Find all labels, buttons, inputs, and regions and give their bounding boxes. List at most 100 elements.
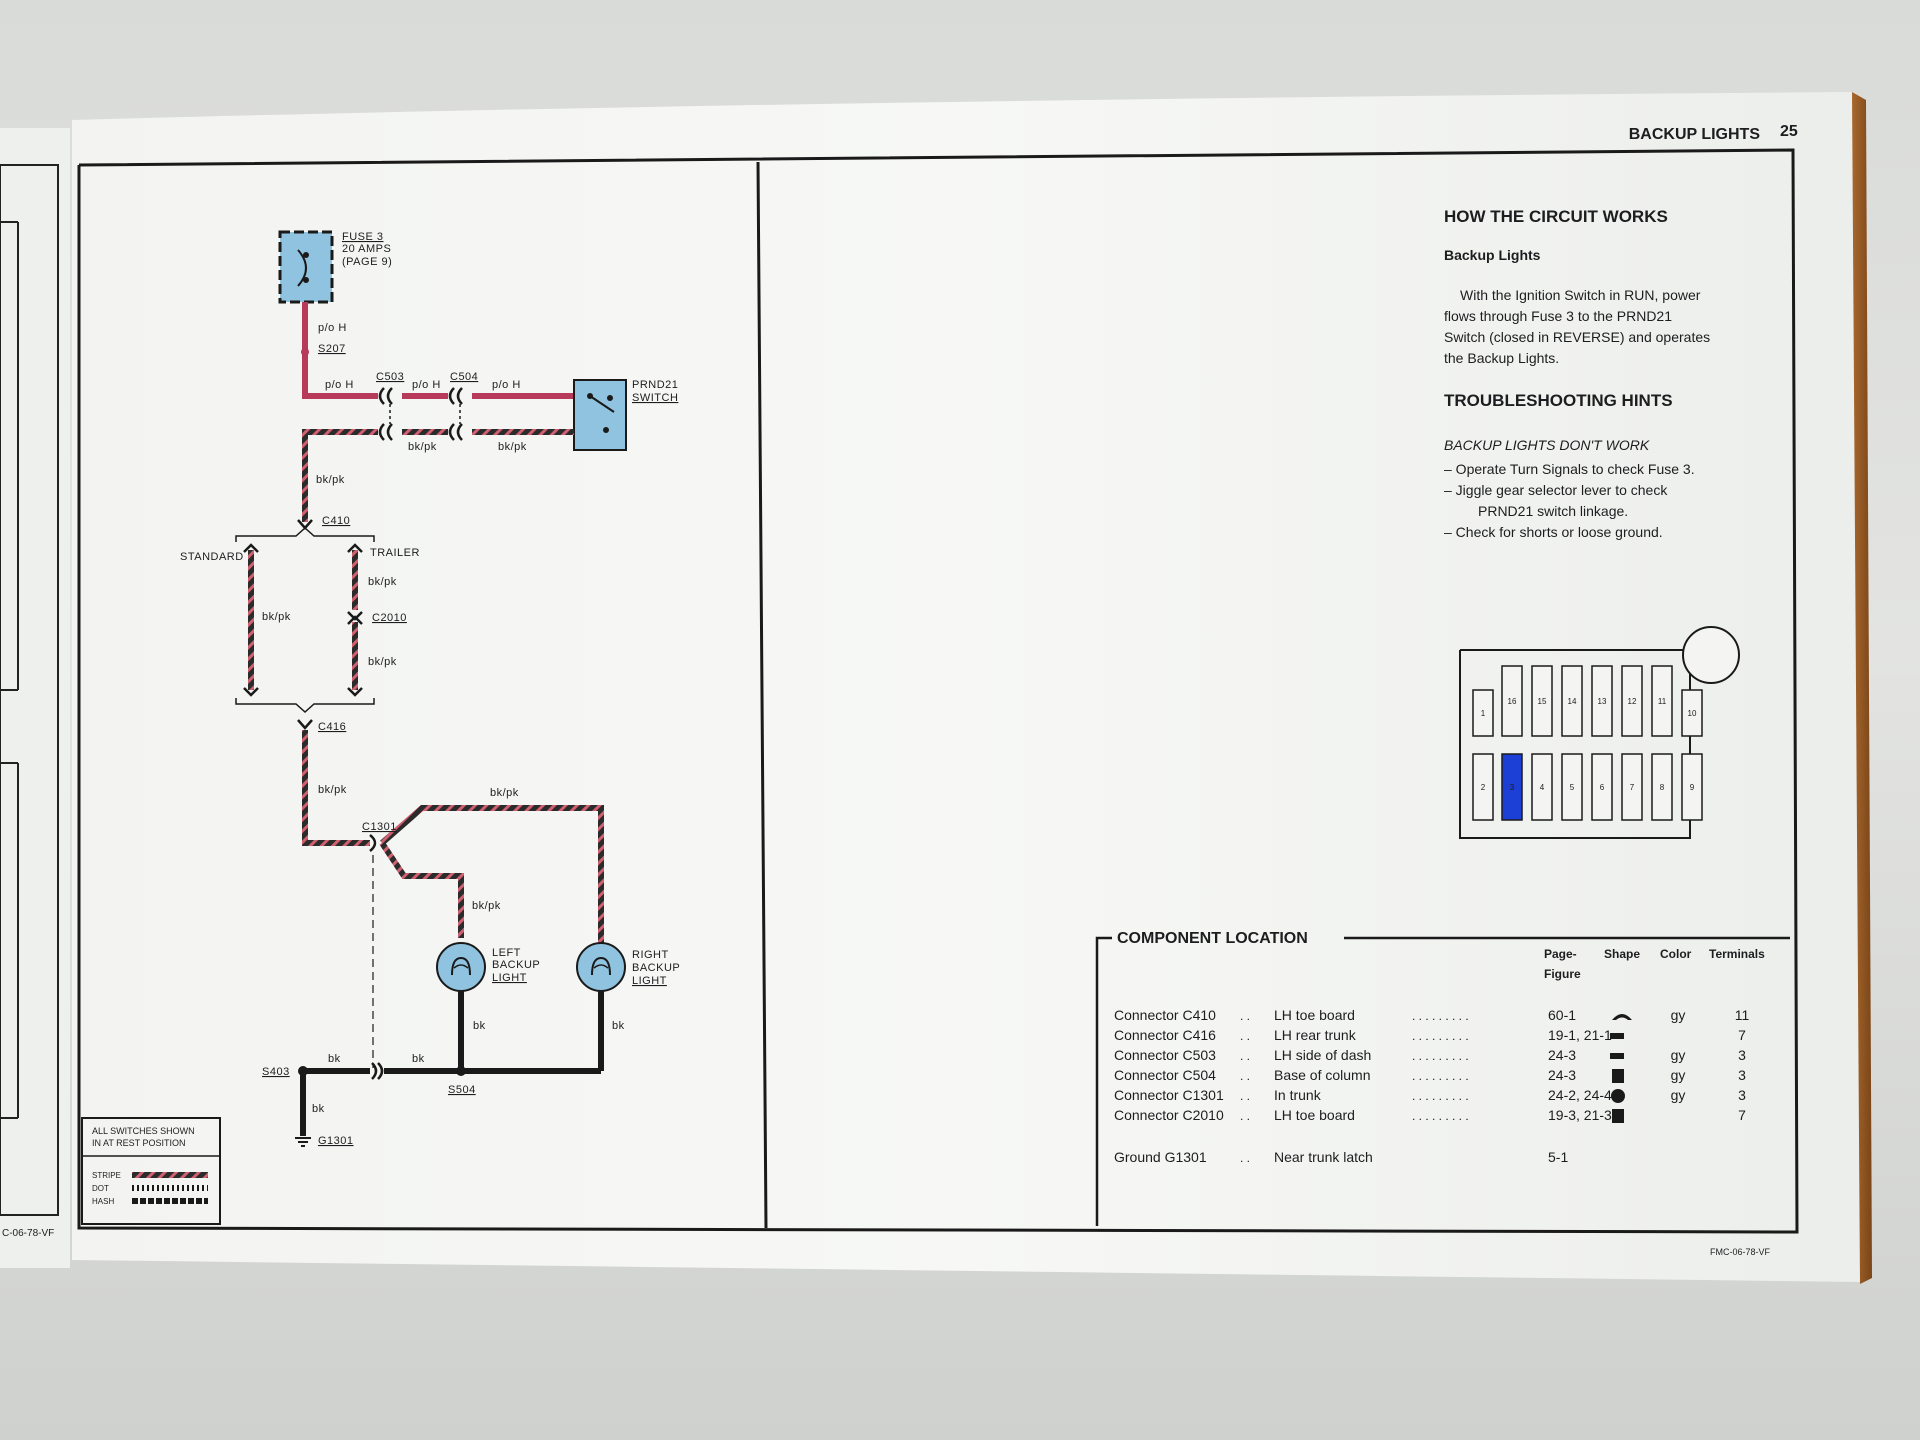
row-color: gy xyxy=(1671,1007,1686,1023)
connector-shape-icon xyxy=(1611,1089,1625,1103)
connector-c2010-label: C2010 xyxy=(372,612,407,624)
fuse-slot-5 xyxy=(1561,753,1583,821)
fuse-slot-label: 7 xyxy=(1630,783,1635,792)
row-page-figure: 24-2, 24-4 xyxy=(1548,1087,1612,1103)
row-terminals: 3 xyxy=(1738,1087,1746,1103)
row-location: Near trunk latch xyxy=(1274,1149,1373,1165)
page-title: BACKUP LIGHTS xyxy=(1629,126,1761,143)
connector-c416-label: C416 xyxy=(318,721,346,733)
fuse-slot-8 xyxy=(1651,753,1673,821)
wire-label-bkpk-4: bk/pk xyxy=(318,784,347,796)
wire-label-bk-4: bk xyxy=(412,1053,425,1065)
row-location: Base of column xyxy=(1274,1067,1371,1083)
connector-c416 xyxy=(297,719,313,730)
legend-stripe: STRIPE xyxy=(92,1171,121,1180)
component-location-box: COMPONENT LOCATION Page- Figure Shape Co… xyxy=(1095,930,1790,1226)
row-terminals: 7 xyxy=(1738,1107,1746,1123)
row-color: gy xyxy=(1671,1067,1686,1083)
wire-label-bkpk-trailer-1: bk/pk xyxy=(368,576,397,588)
row-leader: . . . . . . . . . xyxy=(1412,1089,1469,1103)
connector-c503-label: C503 xyxy=(376,371,404,383)
wire-label-bkpk-5: bk/pk xyxy=(490,787,519,799)
wire-label-bk-5: bk xyxy=(312,1103,325,1115)
row-leader: . . . . . . . . . xyxy=(1412,1009,1469,1023)
connector-ground-c1301-mate xyxy=(377,1062,384,1080)
header-page-figure-1: Page- xyxy=(1544,947,1577,961)
fuse-slot-label: 10 xyxy=(1688,709,1697,718)
row-terminals: 7 xyxy=(1738,1027,1746,1043)
footer-right: FMC-06-78-VF xyxy=(1710,1247,1771,1257)
connector-c504 xyxy=(448,387,463,441)
wire-label-bk-1: bk xyxy=(473,1020,486,1032)
row-color: gy xyxy=(1671,1047,1686,1063)
standard-branch-wire xyxy=(243,543,259,697)
row-leader: . . xyxy=(1240,1009,1250,1023)
row-name: Connector C1301 xyxy=(1114,1087,1224,1103)
header-color: Color xyxy=(1660,947,1692,961)
wire-label-bkpk-1: bk/pk xyxy=(408,441,437,453)
row-leader: . . xyxy=(1240,1089,1250,1103)
legend-hash: HASH xyxy=(92,1197,114,1206)
row-leader: . . . . . . . . . xyxy=(1412,1109,1469,1123)
connector-c410-label: C410 xyxy=(322,515,350,527)
wire-label-bkpk-6: bk/pk xyxy=(472,900,501,912)
row-terminals: 3 xyxy=(1738,1067,1746,1083)
fuse-slot-16 xyxy=(1501,665,1523,737)
fuse-slot-6 xyxy=(1591,753,1613,821)
hint-line-4: – Check for shorts or loose ground. xyxy=(1444,524,1663,540)
wire-label-poh-2: p/o H xyxy=(325,379,354,391)
row-page-figure: 24-3 xyxy=(1548,1047,1576,1063)
footer-left: C-06-78-VF xyxy=(2,1228,54,1239)
wiring-diagram: FUSE 3 20 AMPS (PAGE 9) p/o H S207 p/o H… xyxy=(81,230,680,1225)
fuse-rating: 20 AMPS xyxy=(342,243,391,255)
fuse-3 xyxy=(278,230,334,304)
row-location: LH toe board xyxy=(1274,1007,1355,1023)
subheading-lights-dont-work: BACKUP LIGHTS DON'T WORK xyxy=(1444,437,1650,453)
fuse-slot-3 xyxy=(1501,753,1523,821)
fuse-slot-label: 8 xyxy=(1660,783,1665,792)
row-page-figure: 19-1, 21-1 xyxy=(1548,1027,1612,1043)
row-name: Connector C410 xyxy=(1114,1007,1216,1023)
previous-page-edge: C-06-78-VF xyxy=(0,128,70,1268)
fuse-slot-4 xyxy=(1531,753,1553,821)
branch-bracket-bottom xyxy=(235,698,375,714)
table-row: . . . . . . . . . . . Connector C410 LH toe… xyxy=(1114,1007,1749,1023)
fuse-slot-10 xyxy=(1681,689,1703,737)
fuse-page-ref: (PAGE 9) xyxy=(342,256,392,268)
power-wire xyxy=(302,302,574,399)
fuse-name: FUSE 3 xyxy=(342,231,384,243)
fuse-slot-label: 15 xyxy=(1538,697,1547,706)
row-leader: . . xyxy=(1240,1109,1250,1123)
left-lamp-label-3: LIGHT xyxy=(492,972,527,984)
branch-standard: STANDARD xyxy=(180,551,244,563)
left-lamp-label-1: LEFT xyxy=(492,947,521,959)
paragraph-line-3: Switch (closed in REVERSE) and operates xyxy=(1444,329,1710,345)
left-lamp-label-2: BACKUP xyxy=(492,959,540,971)
connector-ground-c1301 xyxy=(371,1062,378,1080)
row-leader: . . . . . . . . . xyxy=(1412,1049,1469,1063)
connector-c1301 xyxy=(369,834,377,852)
connector-c503 xyxy=(378,387,393,441)
connector-shape-icon xyxy=(1612,1109,1624,1123)
fuse-slot-label: 6 xyxy=(1600,783,1605,792)
paragraph-line-4: the Backup Lights. xyxy=(1444,350,1559,366)
connector-c504-label: C504 xyxy=(450,371,478,383)
hint-line-2: – Jiggle gear selector lever to check xyxy=(1444,482,1668,498)
wire-label-bk-2: bk xyxy=(612,1020,625,1032)
ground-g1301-label: G1301 xyxy=(318,1135,354,1147)
fuse-slot-1 xyxy=(1472,689,1494,737)
diagram-frame xyxy=(77,148,1799,1234)
right-lamp-label-1: RIGHT xyxy=(632,949,669,961)
connector-shape-icon xyxy=(1612,1014,1632,1020)
hint-line-1: – Operate Turn Signals to check Fuse 3. xyxy=(1444,461,1695,477)
wire-label-bkpk-3: bk/pk xyxy=(316,474,345,486)
wire-label-poh-3: p/o H xyxy=(412,379,441,391)
row-leader: . . xyxy=(1240,1029,1250,1043)
splice-s504-dot xyxy=(456,1066,466,1076)
splice-s207-dot xyxy=(301,348,309,356)
